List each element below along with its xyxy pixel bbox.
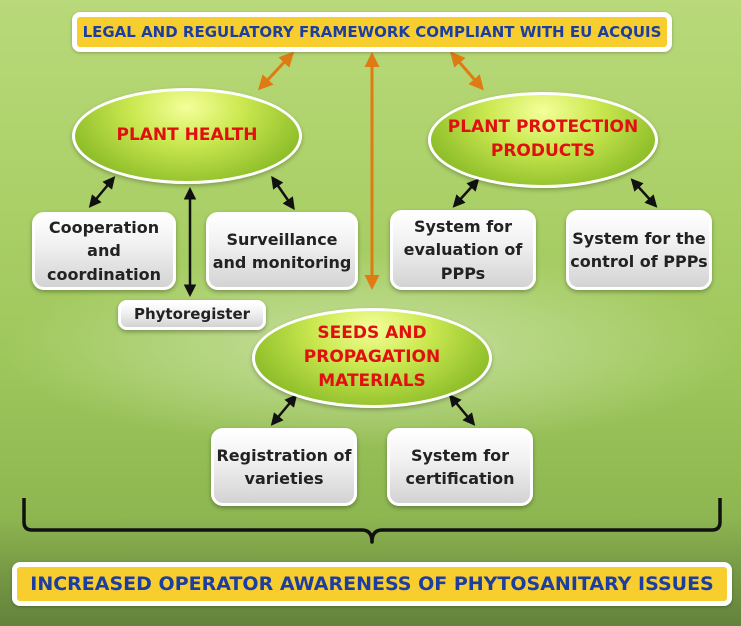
plant-protection-products-node: PLANT PROTECTION PRODUCTS bbox=[428, 92, 658, 188]
arrow-ppp-evaluation bbox=[452, 178, 480, 208]
arrow-health-cooperation bbox=[88, 176, 116, 208]
variety-registration-box: Registration of varieties bbox=[211, 428, 357, 506]
summary-brace bbox=[22, 498, 722, 544]
ppp-control-system-box: System for the control of PPPs bbox=[566, 210, 712, 290]
operator-awareness-banner: INCREASED OPERATOR AWARENESS OF PHYTOSAN… bbox=[12, 562, 732, 606]
plant-health-node: PLANT HEALTH bbox=[72, 88, 302, 184]
arrow-framework-plant-health bbox=[257, 51, 295, 91]
arrow-ppp-control bbox=[630, 178, 658, 208]
certification-system-box: System for certification bbox=[387, 428, 533, 506]
surveillance-monitoring-box: Surveillance and monitoring bbox=[206, 212, 358, 290]
arrow-framework-ppp bbox=[450, 51, 484, 91]
arrow-seeds-registration bbox=[270, 394, 298, 426]
ppp-evaluation-system-box: System for evaluation of PPPs bbox=[390, 210, 536, 290]
cooperation-coordination-box: Cooperation and coordination bbox=[32, 212, 176, 290]
phytoregister-box: Phytoregister bbox=[118, 300, 266, 330]
arrow-health-surveillance bbox=[271, 175, 295, 211]
legal-framework-banner: LEGAL AND REGULATORY FRAMEWORK COMPLIANT… bbox=[72, 12, 672, 52]
seeds-propagation-materials-node: SEEDS AND PROPAGATION MATERIALS bbox=[252, 308, 492, 408]
arrow-seeds-certification bbox=[448, 394, 476, 426]
